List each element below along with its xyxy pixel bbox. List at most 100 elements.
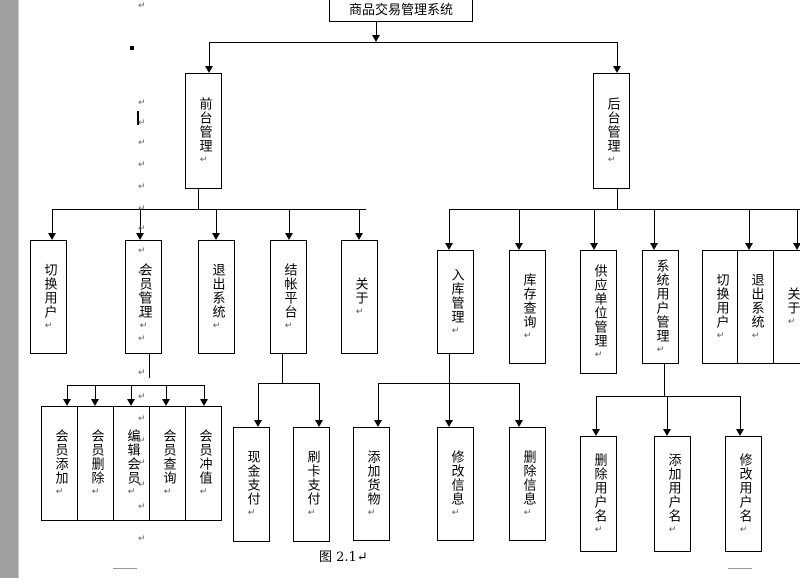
user-child-0-label: 删除用户名↵	[591, 452, 607, 536]
margin-para-mark: ↵	[138, 368, 146, 378]
arrow-head	[515, 243, 523, 250]
front-child-0: 切换用户↵	[30, 240, 67, 354]
para-mark: ↵	[366, 507, 377, 519]
para-mark: ↵	[606, 154, 617, 166]
member-child-0-label: 会员添加↵	[52, 429, 68, 498]
margin-para-mark: ↵	[138, 480, 146, 490]
arrow-head	[613, 66, 621, 73]
front-node: 前台管理↵	[185, 73, 222, 189]
arrow-head	[136, 233, 144, 240]
back-child-1-label: 库存查询↵	[520, 272, 536, 342]
front-child-1-label: 会员管理↵	[136, 262, 152, 332]
arrow-head	[372, 35, 380, 42]
para-mark: ↵	[54, 487, 65, 498]
arrow-head	[63, 399, 71, 406]
user-child-2-label: 修改用户名↵	[736, 452, 752, 536]
arrow-head	[590, 243, 598, 250]
para-mark: ↵	[667, 524, 678, 536]
checkout-child-0: 现金支付↵	[233, 427, 270, 542]
root-node-label: 商品交易管理系统	[348, 2, 453, 18]
back-extra-child-0: 切换用户↵	[702, 250, 739, 364]
margin-para-mark: ↵	[138, 312, 146, 322]
connector-line	[596, 396, 741, 397]
connector-line	[149, 354, 150, 378]
stock-child-1: 修改信息↵	[437, 427, 474, 541]
connector-line	[449, 354, 450, 383]
connector-line	[797, 209, 798, 244]
arrow-head	[445, 420, 453, 427]
arrow-head	[650, 243, 658, 250]
connector-line	[204, 385, 205, 400]
margin-para-mark: ↵	[138, 458, 146, 468]
arrow-head	[315, 420, 323, 427]
connector-line	[617, 42, 618, 67]
arrow-head	[205, 66, 213, 73]
connector-line	[282, 354, 283, 383]
back-extra-child-1: 退出系统↵	[737, 250, 774, 364]
back-child-1: 库存查询↵	[509, 250, 546, 364]
para-mark: ↵	[786, 316, 797, 328]
para-mark: ↵	[198, 487, 209, 498]
para-mark: ↵	[283, 320, 294, 332]
margin-para-mark: ↵	[138, 246, 146, 256]
margin-para-mark: ↵	[138, 160, 146, 170]
text-cursor	[137, 111, 139, 125]
connector-line	[378, 383, 379, 421]
para-mark: ↵	[738, 524, 749, 536]
member-child-4-label: 会员冲值↵	[196, 429, 212, 498]
back-extra-child-2-label: 关于↵	[784, 286, 800, 328]
front-child-2: 退出系统↵	[198, 240, 235, 354]
member-child-4: 会员冲值↵	[185, 406, 222, 521]
caption-text: 图 2.1	[319, 550, 357, 565]
user-child-0: 删除用户名↵	[580, 436, 617, 552]
para-mark: ↵	[162, 487, 173, 498]
bullet-mark	[130, 46, 134, 50]
member-child-1-label: 会员删除↵	[88, 429, 104, 498]
arrow-head	[663, 429, 671, 436]
para-mark: ↵	[750, 330, 761, 342]
connector-line	[617, 189, 618, 209]
front-child-2-label: 退出系统↵	[209, 262, 225, 332]
connector-line	[67, 385, 68, 400]
margin-para-mark: ↵	[138, 268, 146, 278]
page-margin	[0, 0, 18, 578]
back-extra-child-2: 关于↵	[773, 250, 800, 364]
stock-child-0-label: 添加货物↵	[364, 449, 380, 519]
para-mark: ↵	[90, 487, 101, 498]
margin-para-mark: ↵	[138, 414, 146, 424]
para-mark: ↵	[211, 320, 222, 332]
front-node-label: 前台管理↵	[196, 96, 212, 166]
margin-para-mark: ↵	[138, 138, 146, 148]
stock-child-0: 添加货物↵	[353, 427, 390, 541]
connector-line	[519, 209, 520, 244]
stock-child-2-label: 删除信息↵	[520, 449, 536, 519]
connector-line	[449, 209, 450, 244]
arrow-head	[127, 399, 135, 406]
arrow-head	[212, 233, 220, 240]
margin-para-mark: ↵	[138, 98, 146, 108]
front-child-4: 关于↵	[341, 240, 378, 354]
root-node: 商品交易管理系统	[329, 0, 473, 22]
margin-para-mark: ↵	[138, 502, 146, 512]
connector-line	[216, 209, 217, 234]
para-mark: ↵	[198, 154, 209, 166]
arrow-head	[592, 429, 600, 436]
member-child-3-label: 会员查询↵	[160, 429, 176, 498]
margin-para-mark: ↵	[138, 204, 146, 214]
page-corner-mark	[728, 568, 752, 579]
para-mark: ↵	[593, 349, 604, 361]
back-child-3: 系统用户管理↵	[642, 250, 679, 364]
para-mark: ↵	[126, 487, 137, 498]
para-mark: ↵	[522, 507, 533, 519]
arrow-head	[162, 399, 170, 406]
margin-para-mark: ↵	[138, 224, 146, 234]
para-mark: ↵	[450, 507, 461, 519]
para-mark: ↵	[715, 330, 726, 342]
connector-line	[359, 209, 360, 234]
connector-line	[596, 396, 597, 430]
connector-line	[209, 42, 618, 43]
back-child-2-label: 供应单位管理↵	[591, 263, 607, 361]
connector-line	[449, 209, 800, 210]
page-corner-mark	[113, 568, 137, 579]
back-node-label: 后台管理↵	[604, 96, 620, 166]
